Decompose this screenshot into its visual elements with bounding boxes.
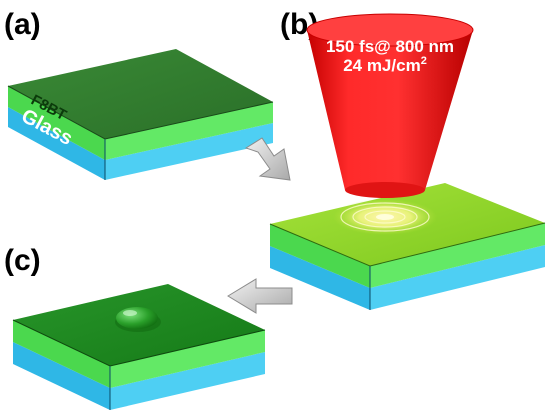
glass-front-face	[270, 246, 370, 310]
laser-fluence: 24 mJ/cm2	[343, 55, 427, 75]
film-front-face	[270, 224, 370, 288]
sample-block-c	[12, 284, 266, 410]
droplet-dome	[116, 307, 158, 329]
laser-beam	[306, 13, 474, 198]
panel-b: (b) 150 fs@	[269, 8, 546, 310]
film-front-face	[13, 320, 110, 388]
panel-c: (c) Droplet of F8BT	[4, 244, 266, 410]
laser-fluence-exponent: 2	[421, 55, 427, 67]
film-side-face	[110, 330, 265, 388]
film-side-face	[105, 102, 273, 160]
laser-fluence-value: 24 mJ/cm	[343, 56, 421, 75]
panel-c-label: (c)	[4, 244, 41, 277]
glass-side-face	[110, 352, 265, 410]
laser-spot	[333, 199, 437, 235]
arrow-a-to-b	[244, 137, 291, 181]
laser-pulse-parameters: 150 fs@ 800 nm	[326, 37, 454, 56]
panel-a: (a) F8BT Glass	[4, 8, 274, 180]
arrow-b-to-c	[227, 278, 293, 314]
glass-front-face	[13, 342, 110, 410]
process-arrow-2	[227, 278, 293, 314]
f8bt-droplet	[115, 307, 161, 332]
sample-block-a	[7, 49, 274, 180]
panel-a-label: (a)	[4, 8, 41, 41]
film-front-face	[8, 86, 105, 160]
glass-front-face	[8, 107, 105, 180]
film-side-face	[370, 223, 545, 288]
glass-side-face	[105, 123, 273, 180]
process-arrow-1	[244, 137, 291, 181]
glass-side-face	[370, 245, 545, 310]
laser-cone-top	[306, 13, 474, 47]
laser-cone-body	[307, 30, 473, 198]
